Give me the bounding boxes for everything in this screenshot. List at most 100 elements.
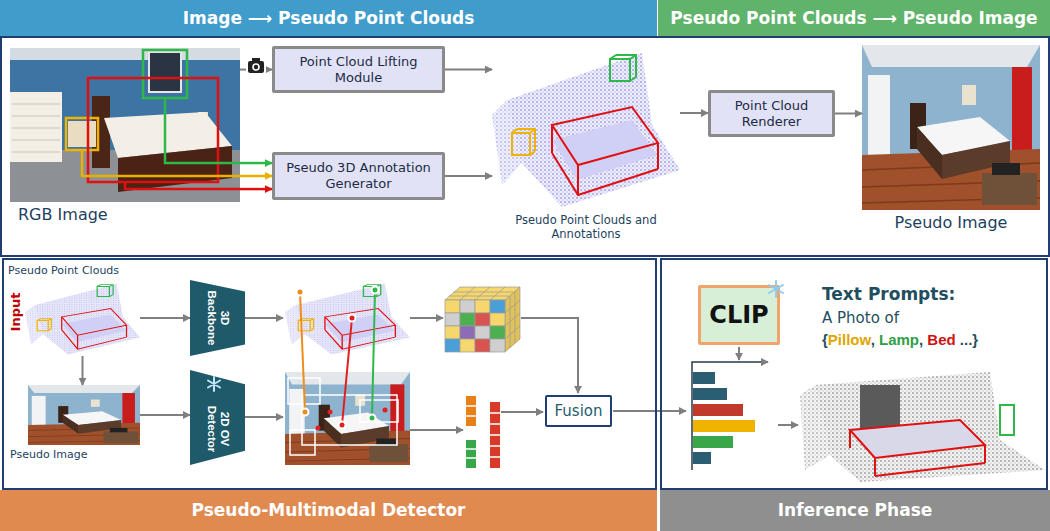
point-cloud-picture [492,53,680,207]
feature-cube [490,300,505,313]
feature-vector [466,396,500,468]
feature-cube [475,313,490,326]
feature-cube [460,339,475,352]
flow-arrow [738,347,740,360]
detection-box [125,182,240,189]
camera-icon [246,57,266,76]
projection-line [297,289,304,296]
feature-cube [445,326,460,339]
projection-line [297,287,379,429]
image-frame: Pseudo Point Clouds and Annotations [492,45,680,210]
projection-line [349,315,356,322]
camera-icon [252,63,260,71]
rendered-picture [28,385,140,445]
rgb-photo [149,52,181,92]
module-panel: Pseudo-Multimodal DetectorPseudo Point C… [2,258,657,490]
score-chart [693,404,743,416]
frozen-icon [208,377,220,391]
prompt-word: { [822,331,828,348]
detection-picture [302,395,397,445]
score-chart [693,452,711,464]
camera-icon [254,65,258,69]
image-frame: Pseudo Image [862,45,1040,210]
detection-box [66,118,98,150]
flow-arrow [680,112,708,114]
rendered-picture [28,385,140,445]
flow-arrow [410,317,443,319]
network-block: 3D Backbone [190,280,245,356]
panel-outline [1,37,1049,256]
rgb-photo [10,48,240,202]
prompt-word: ...} [956,331,979,348]
section-header: Pseudo Point Clouds ⟶ Pseudo Image [658,0,1050,36]
header-text: Image ⟶ Pseudo Point Clouds [183,8,475,28]
flow-arrow [82,356,84,385]
projection-line [372,290,375,418]
point-cloud-picture [285,284,410,355]
feature-vector [466,396,476,426]
feature-cube [445,300,460,313]
prompt-word: , [871,331,879,348]
panel-outline [1,37,1049,256]
section-bar: Pseudo-Multimodal Detector [0,490,657,531]
image-caption: Pseudo Point Clouds and Annotations [511,214,661,242]
feature-cube [445,313,460,326]
prompt-word: Lamp [879,331,919,348]
image-caption: RGB Image [18,205,168,224]
rendered-picture [862,45,1040,210]
fusion-box: Fusion [545,395,612,427]
detection-box [66,50,240,189]
flow-arrow [240,175,272,178]
projection-line [300,292,305,412]
block-shape [190,370,245,465]
flow-arrow [245,416,283,418]
flow-arrow [445,69,492,71]
image-frame: RGB Image [10,48,240,202]
network-block: 2D OV Detector [190,370,245,465]
rendered-picture [862,45,1040,210]
feature-cube [490,313,505,326]
flow-arrow [613,410,686,412]
score-chart [692,362,768,470]
process-box: Pseudo 3D Annotation Generator [272,152,445,199]
detection-picture [360,400,398,422]
camera-icon [252,58,260,62]
box-label: Fusion [555,402,603,420]
rgb-photo [12,104,60,152]
projection-line [372,287,379,294]
flow-arrow [521,318,578,393]
output-point-cloud [800,385,830,470]
detection-picture [316,426,321,431]
rgb-photo [118,146,232,192]
detection-box [165,98,240,163]
prompt-word: Pillow [828,331,871,348]
image-caption: Pseudo Point Clouds [8,264,178,277]
feature-cube [445,339,460,352]
feature-cube [475,326,490,339]
prompt-text: A Photo of [822,309,899,327]
frozen-icon [769,281,783,297]
feature-cube [475,339,490,352]
feature-cube [460,326,475,339]
flow-arrow [240,188,272,191]
feature-cube [490,326,505,339]
model-box: CLIP [698,285,780,345]
prompt-heading: Text Prompts: [822,284,955,304]
prompt-word: Bed [927,331,955,348]
rgb-photo [10,48,240,60]
feature-cube [460,313,475,326]
feature-cube [460,300,475,313]
output-point-cloud [850,420,985,476]
process-box: Point Cloud Lifting Module [272,46,445,93]
output-point-cloud [860,385,900,430]
flow-arrow [140,317,190,319]
point-cloud-picture [492,53,680,207]
rgb-photo [68,121,96,147]
detection-box [88,78,218,182]
flow-arrow [778,424,798,426]
process-box: Point Cloud Renderer [708,90,835,137]
box-label: CLIP [709,301,768,330]
flow-arrow [240,162,272,165]
